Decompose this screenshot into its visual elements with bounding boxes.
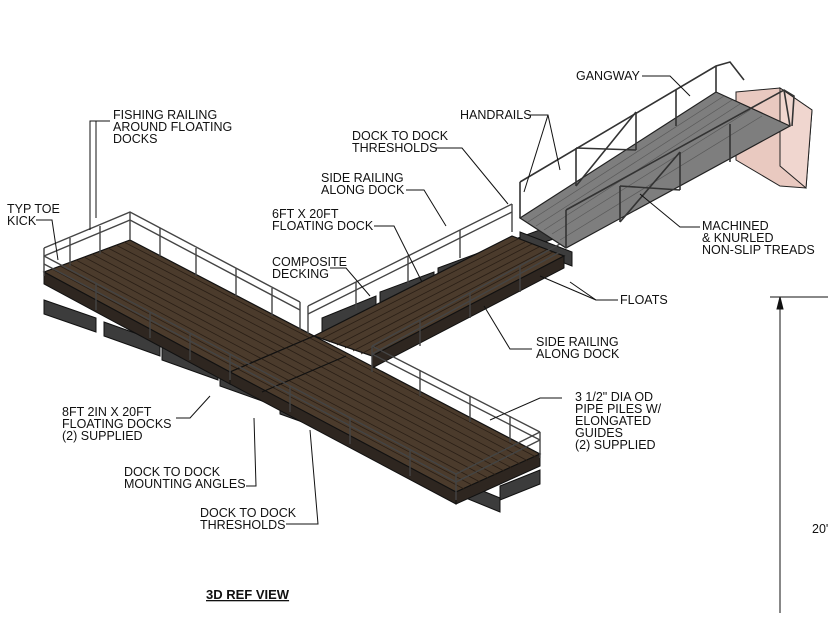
decking-lines-lower	[237, 337, 537, 490]
label-side-railing-bottom: SIDE RAILING ALONG DOCK	[536, 335, 622, 361]
label-fishing-railing: FISHING RAILING AROUND FLOATING DOCKS	[113, 108, 236, 146]
label-floats: FLOATS	[620, 293, 668, 307]
label-toe-kick: TYP TOE KICK	[7, 202, 63, 228]
label-floating-dock-6x20: 6FT X 20FT FLOATING DOCK	[272, 207, 374, 233]
floating-dock-6x20	[312, 235, 566, 369]
decking-lines-left	[51, 241, 311, 370]
side-railing-lower	[371, 243, 561, 483]
label-treads: MACHINED & KNURLED NON-SLIP TREADS	[702, 219, 815, 257]
decking-lines-upper	[320, 238, 554, 355]
gangway	[518, 61, 795, 249]
label-gangway: GANGWAY	[576, 69, 641, 83]
side-railing-upper	[307, 203, 513, 334]
label-thresholds-top: DOCK TO DOCK THRESHOLDS	[352, 129, 452, 155]
view-title: 3D REF VIEW	[206, 587, 290, 602]
dimension-line	[770, 296, 828, 613]
leader-lines	[36, 75, 700, 525]
fishing-railing	[43, 211, 457, 500]
label-mounting-angles: DOCK TO DOCK MOUNTING ANGLES	[124, 465, 246, 491]
label-thresholds-bottom: DOCK TO DOCK THRESHOLDS	[200, 506, 300, 532]
label-floating-docks-8x20: 8FT 2IN X 20FT FLOATING DOCKS (2) SUPPLI…	[62, 405, 175, 443]
label-handrails: HANDRAILS	[460, 108, 532, 122]
label-pipe-piles: 3 1/2" DIA OD PIPE PILES W/ ELONGATED GU…	[575, 390, 665, 452]
label-composite-decking: COMPOSITE DECKING	[272, 255, 351, 281]
label-side-railing-top: SIDE RAILING ALONG DOCK	[321, 171, 407, 197]
dimension-label: 20'	[812, 522, 828, 536]
